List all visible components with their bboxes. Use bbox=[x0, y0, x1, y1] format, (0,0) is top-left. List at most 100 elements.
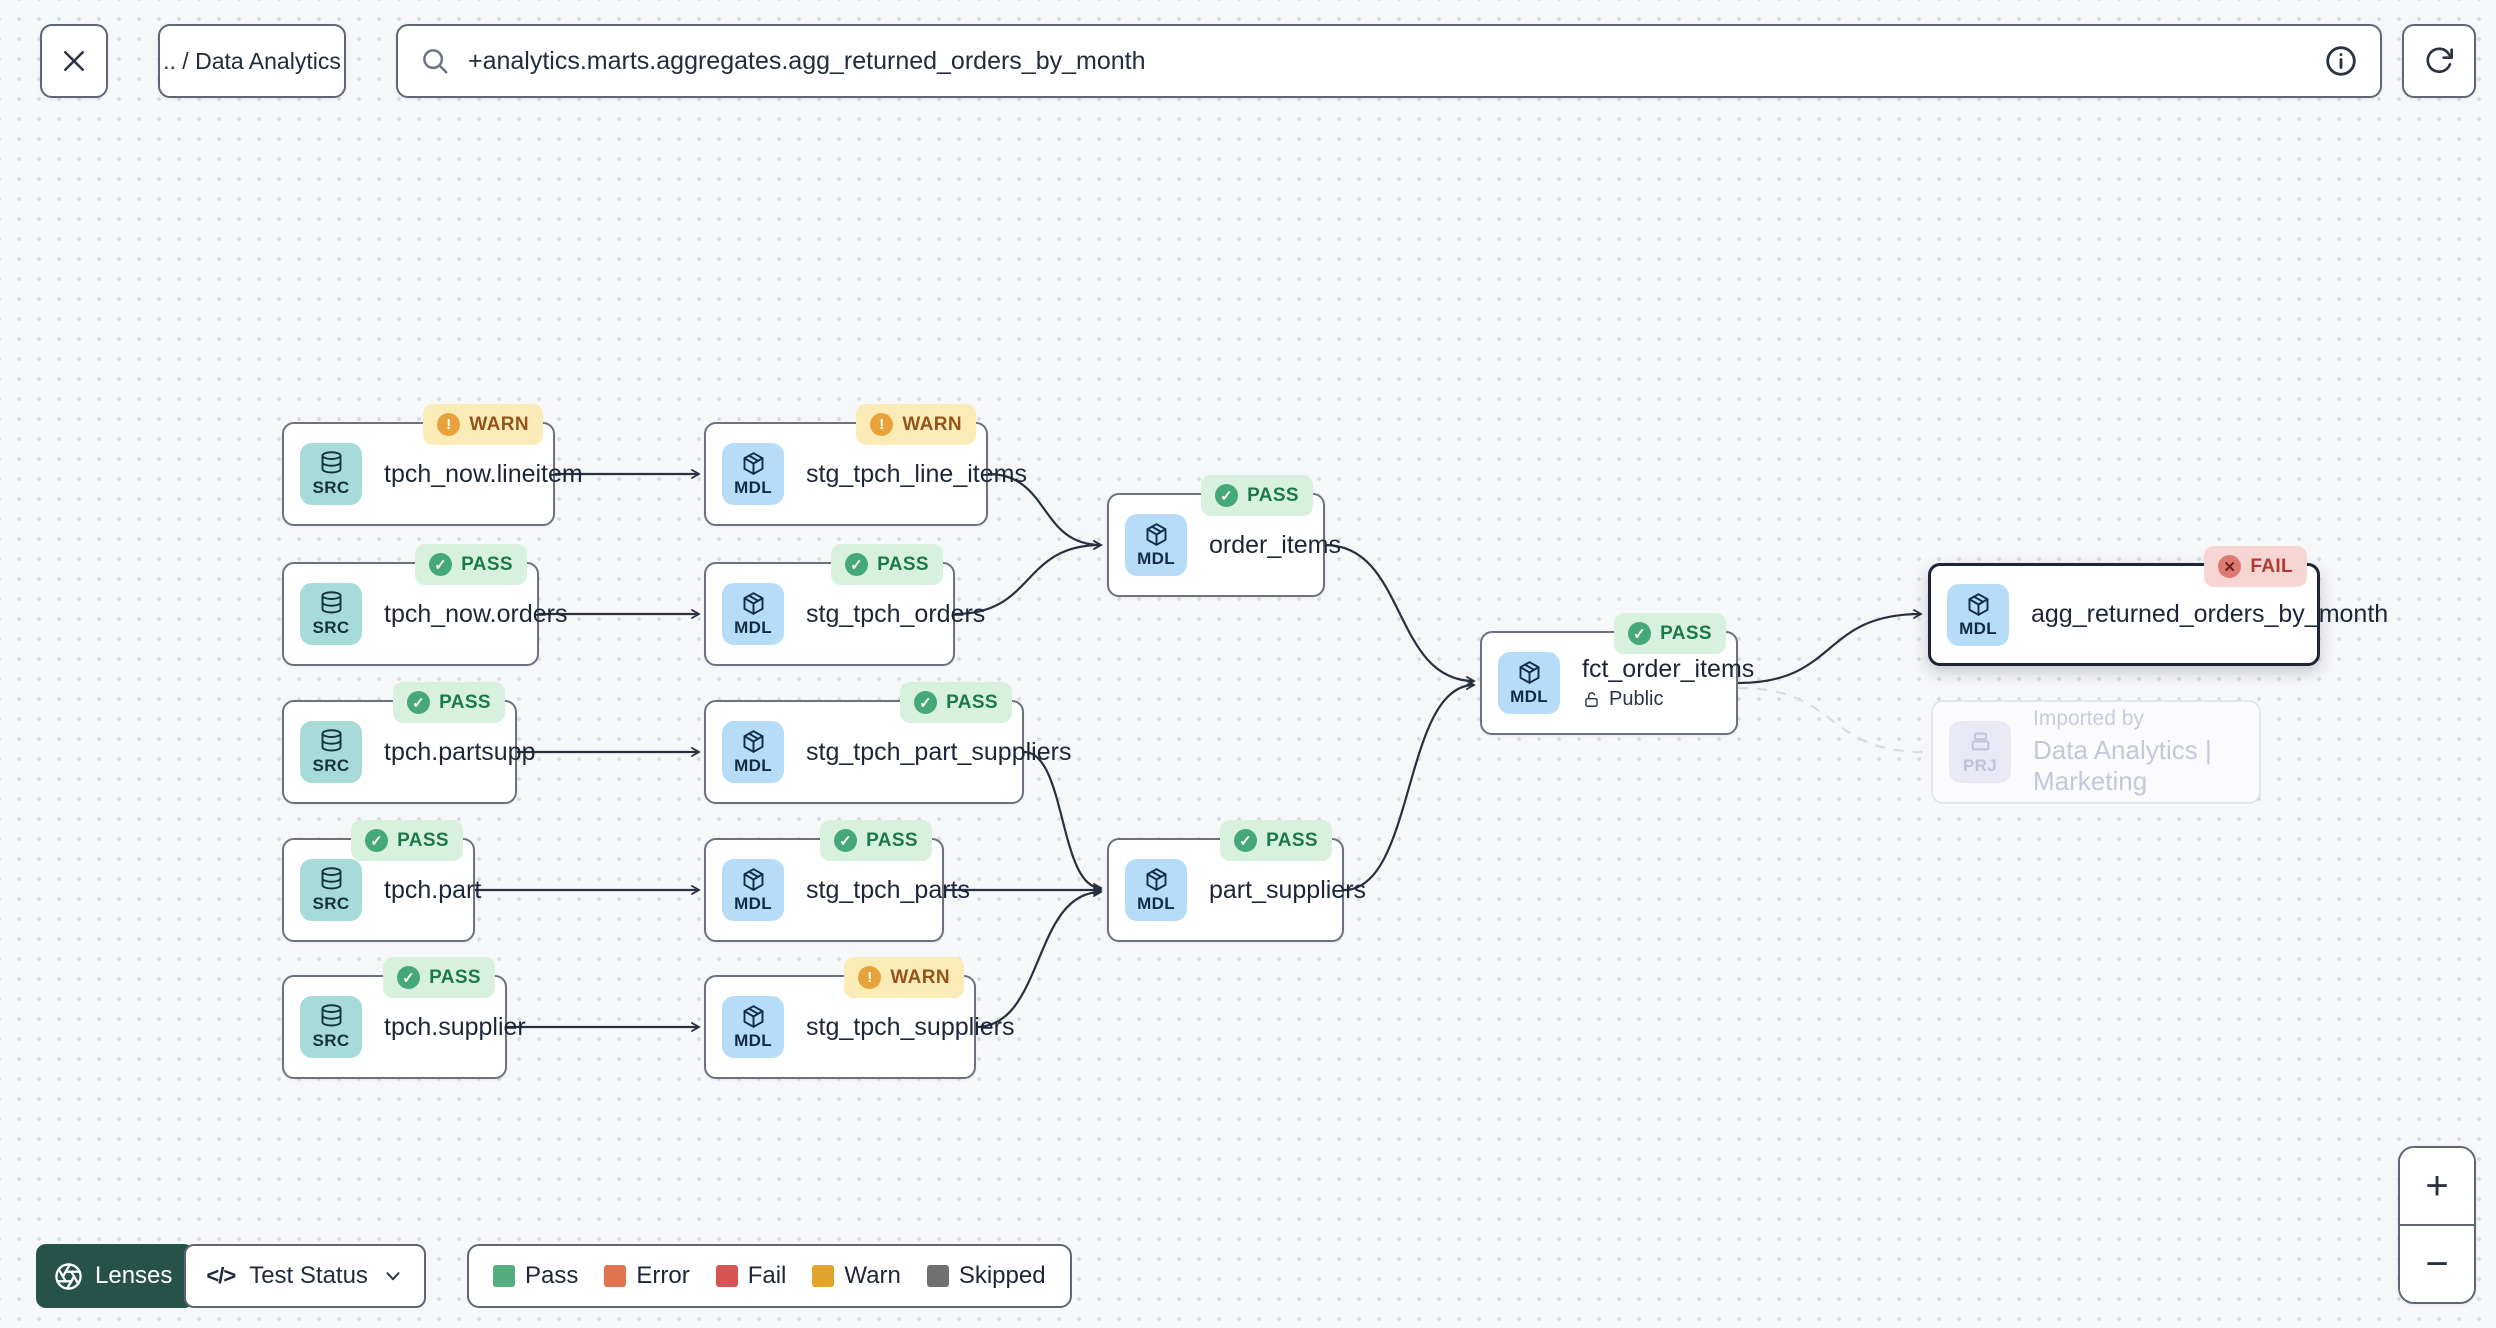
zoom-out-button[interactable]: − bbox=[2400, 1226, 2474, 1302]
lineage-edge bbox=[1737, 609, 1923, 685]
search-input[interactable] bbox=[468, 46, 2306, 76]
status-badge-icon: ✓ bbox=[429, 553, 453, 576]
lineage-edge bbox=[1023, 750, 1103, 893]
legend-swatch bbox=[715, 1265, 738, 1287]
cube-icon bbox=[740, 728, 767, 755]
refresh-button[interactable] bbox=[2402, 24, 2476, 98]
status-badge-label: PASS bbox=[866, 829, 918, 851]
node-label: tpch_now.orders bbox=[384, 599, 568, 628]
cube-icon bbox=[740, 450, 767, 477]
lineage-edge bbox=[1343, 680, 1476, 892]
node-type-chip-mdl: MDL bbox=[1947, 583, 2009, 646]
node-label: stg_tpch_orders bbox=[806, 599, 986, 628]
status-badge-label: PASS bbox=[429, 966, 481, 988]
node-label: tpch_now.lineitem bbox=[384, 459, 583, 488]
node-label: tpch.part bbox=[384, 875, 482, 904]
zoom-in-button[interactable]: + bbox=[2400, 1148, 2474, 1224]
node-type-label: MDL bbox=[734, 618, 772, 637]
node-type-chip-mdl: MDL bbox=[722, 996, 784, 1058]
node-label: stg_tpch_parts bbox=[806, 875, 970, 904]
breadcrumb-label: .. / Data Analytics bbox=[163, 47, 341, 74]
node-type-chip-mdl: MDL bbox=[1125, 514, 1187, 576]
status-badge-label: PASS bbox=[397, 829, 449, 851]
node-type-label: SRC bbox=[312, 618, 350, 637]
status-badge-label: PASS bbox=[877, 553, 929, 575]
legend-swatch bbox=[604, 1265, 627, 1287]
status-badge-pass: ✓PASS bbox=[900, 682, 1012, 723]
cube-icon bbox=[740, 866, 767, 893]
status-badge-icon: ! bbox=[437, 413, 461, 436]
node-type-chip-mdl: MDL bbox=[1498, 652, 1560, 714]
search-bar[interactable] bbox=[396, 24, 2382, 98]
lenses-button[interactable]: Lenses bbox=[36, 1244, 195, 1308]
status-badge-pass: ✓ PASS bbox=[415, 544, 527, 585]
node-sublabel: Public bbox=[1582, 688, 1736, 711]
refresh-icon bbox=[2423, 45, 2455, 77]
status-badge-label: WARN bbox=[890, 966, 950, 988]
status-badge-pass: ✓PASS bbox=[1220, 820, 1332, 861]
graph-node-stg_tpch_suppliers[interactable]: MDL stg_tpch_suppliers! WARN bbox=[704, 957, 1015, 1079]
zoom-divider bbox=[2400, 1224, 2474, 1226]
legend-item-fail: Fail bbox=[715, 1262, 786, 1290]
cube-icon bbox=[1965, 591, 1992, 618]
legend-item-error: Error bbox=[604, 1262, 690, 1290]
lineage-edge-dashed bbox=[1737, 686, 1926, 754]
code-icon: </> bbox=[206, 1263, 236, 1288]
node-label: order_items bbox=[1209, 530, 1341, 559]
node-sublabel-text: Public bbox=[1609, 688, 1664, 710]
status-badge-label: PASS bbox=[439, 691, 491, 713]
node-label: fct_order_items bbox=[1582, 655, 1755, 683]
status-badge-label: PASS bbox=[1660, 622, 1712, 644]
legend-item-pass: Pass bbox=[493, 1262, 578, 1290]
status-badge-icon: ! bbox=[858, 966, 882, 989]
breadcrumb[interactable]: .. / Data Analytics bbox=[158, 24, 346, 98]
info-icon[interactable] bbox=[2324, 44, 2358, 78]
node-type-chip-prj: PRJ bbox=[1949, 721, 2011, 783]
close-button[interactable] bbox=[40, 24, 108, 98]
status-badge-label: PASS bbox=[461, 553, 513, 575]
status-badge-pass: ✓PASS bbox=[1614, 613, 1726, 654]
status-badge-icon: ✓ bbox=[845, 553, 869, 576]
database-icon bbox=[318, 1003, 345, 1030]
cube-icon bbox=[1143, 866, 1170, 893]
graph-node-tpch_now_orders[interactable]: SRC tpch_now.orders ✓ PASS bbox=[282, 544, 568, 666]
status-badge-icon: ✓ bbox=[834, 829, 858, 852]
node-type-chip-src: SRC bbox=[300, 443, 362, 505]
node-type-label: MDL bbox=[1137, 549, 1175, 568]
node-type-chip-src: SRC bbox=[300, 721, 362, 783]
close-icon bbox=[59, 46, 89, 76]
status-badge-icon: ✓ bbox=[1234, 829, 1258, 852]
legend-swatch bbox=[926, 1265, 949, 1287]
status-badge-icon: ! bbox=[870, 413, 894, 436]
lens-selector[interactable]: </> Test Status bbox=[184, 1244, 426, 1308]
graph-node-stg_tpch_orders[interactable]: MDL stg_tpch_orders ✓ PASS bbox=[704, 544, 986, 666]
database-icon bbox=[318, 450, 345, 477]
node-type-label: PRJ bbox=[1962, 756, 1998, 775]
status-badge-pass: ✓PASS bbox=[383, 957, 495, 998]
legend-label: Error bbox=[636, 1262, 690, 1289]
node-label: stg_tpch_line_items bbox=[806, 459, 1027, 488]
node-type-chip-src: SRC bbox=[300, 996, 362, 1058]
legend-swatch bbox=[812, 1265, 835, 1287]
node-type-label: MDL bbox=[1959, 618, 1997, 638]
node-type-label: MDL bbox=[1510, 687, 1548, 706]
legend-item-skipped: Skipped bbox=[926, 1262, 1046, 1290]
status-badge-pass: ✓PASS bbox=[393, 682, 505, 723]
node-label: stg_tpch_suppliers bbox=[806, 1012, 1015, 1041]
node-label: Imported by bbox=[2033, 707, 2144, 730]
